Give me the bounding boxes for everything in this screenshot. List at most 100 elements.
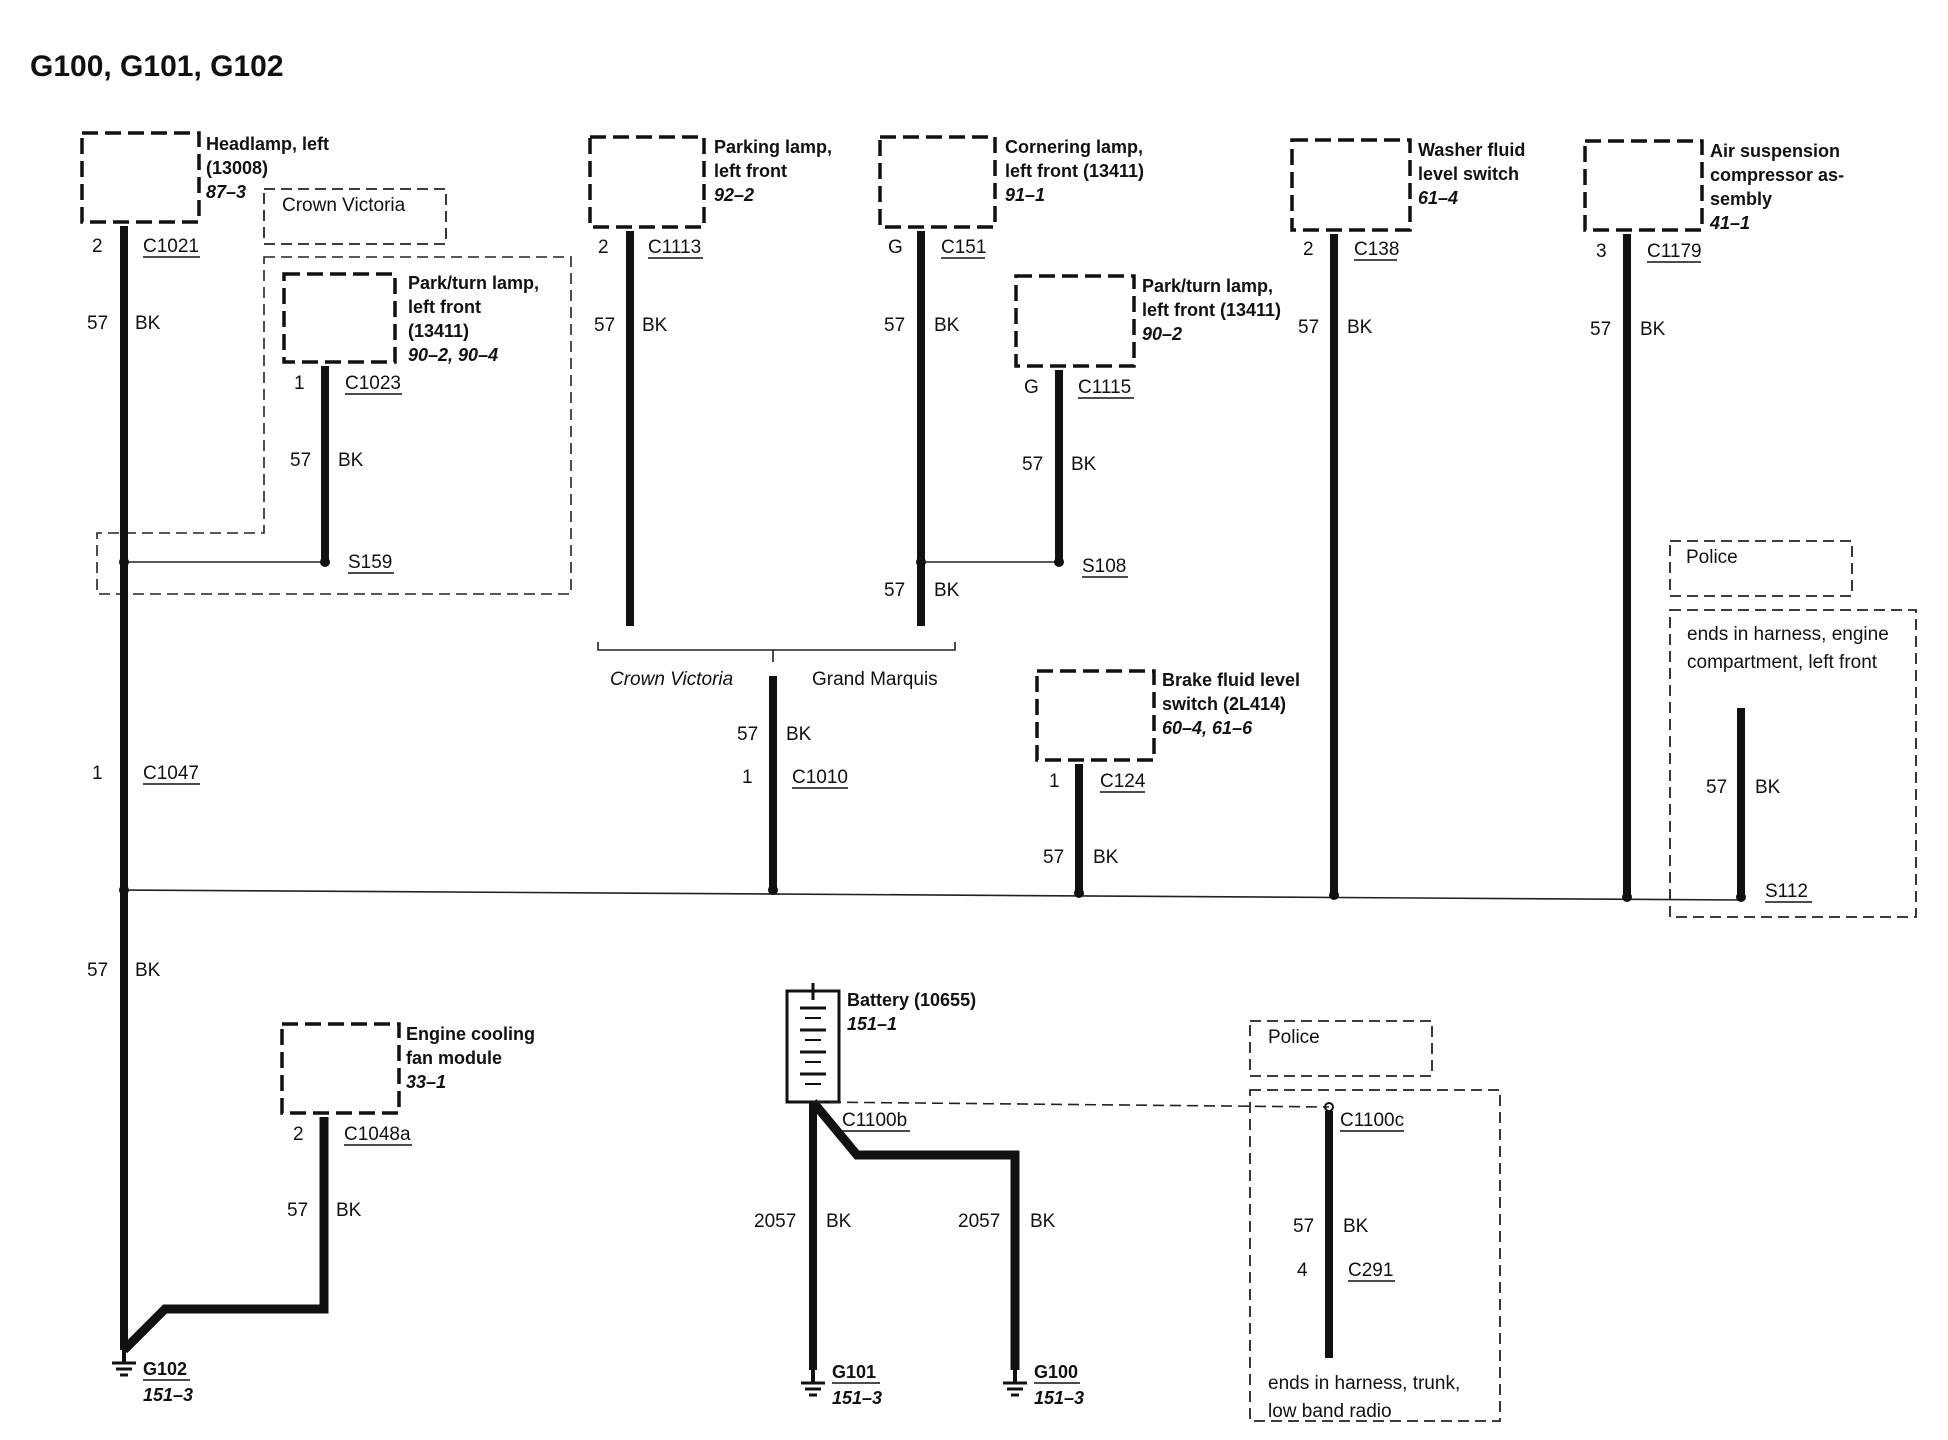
splice-s159: S159 [348, 552, 392, 573]
ends-engine-line1: ends in harness, engine [1687, 624, 1889, 645]
air-suspension-wire-color: BK [1640, 319, 1666, 340]
fan-module-name1: Engine cooling [406, 1024, 535, 1044]
ground-wire-color: BK [135, 960, 161, 981]
brake-fluid-name1: Brake fluid level [1162, 670, 1300, 690]
splice-s108: S108 [1082, 556, 1126, 577]
police-right-wire-color: BK [1755, 777, 1781, 798]
parking-lamp-wire-gauge: 57 [594, 315, 615, 336]
police-box-right [1669, 540, 1853, 597]
fan-module-box [280, 1022, 401, 1115]
washer-pin: 2 [1303, 239, 1314, 260]
washer-ref: 61–4 [1418, 188, 1458, 208]
police-right-wire-gauge: 57 [1706, 777, 1727, 798]
police-bottom-wire-gauge: 57 [1293, 1216, 1314, 1237]
ends-engine-line2: compartment, left front [1687, 652, 1878, 673]
fan-module-wire [120, 1117, 329, 1354]
c291-connector: C291 [1348, 1260, 1393, 1281]
brake-fluid-pin: 1 [1049, 771, 1060, 792]
crown-victoria-box [263, 188, 447, 245]
parking-lamp-box [588, 135, 706, 229]
washer-wire-gauge: 57 [1298, 317, 1319, 338]
washer-wire-color: BK [1347, 317, 1373, 338]
parking-lamp-wire-color: BK [642, 315, 668, 336]
air-suspension-connector: C1179 [1647, 241, 1702, 262]
splice-s159-dot [320, 557, 330, 567]
fan-module-connector: C1048a [344, 1124, 411, 1145]
c1010-pin: 1 [742, 767, 753, 788]
air-suspension-name3: sembly [1710, 189, 1772, 209]
headlamp-box [80, 131, 201, 224]
headlamp-connector: C1021 [143, 236, 199, 257]
brake-fluid-wire-color: BK [1093, 847, 1119, 868]
cornering-lamp-ref: 91–1 [1005, 185, 1045, 205]
cornering-lamp-wire-gauge: 57 [884, 315, 905, 336]
cornering-lamp-name1: Cornering lamp, [1005, 137, 1143, 157]
diagram-title: G100, G101, G102 [30, 50, 284, 83]
g101-name: G101 [832, 1362, 876, 1382]
parking-lamp-name2: left front [714, 161, 787, 181]
police-option-right [1669, 609, 1917, 918]
headlamp-name: Headlamp, left [206, 134, 329, 154]
g100-ground-icon [1003, 1370, 1027, 1397]
parkturn-gm-wire-gauge: 57 [1022, 454, 1043, 475]
cornering-lamp-name2: left front (13411) [1005, 161, 1144, 181]
ends-trunk-line2: low band radio [1268, 1401, 1392, 1422]
battery-ref: 151–1 [847, 1014, 897, 1034]
washer-connector: C138 [1354, 239, 1399, 260]
c1010-wire-color: BK [786, 724, 812, 745]
police-box-bottom [1249, 1020, 1433, 1077]
parkturn-gm-name1: Park/turn lamp, [1142, 276, 1273, 296]
parking-lamp-connector: C1113 [648, 237, 701, 258]
g102-name: G102 [143, 1359, 187, 1379]
parking-lamp-ref: 92–2 [714, 185, 754, 205]
c1010-wire-gauge: 57 [737, 724, 758, 745]
police-label-right: Police [1686, 547, 1738, 568]
air-suspension-pin: 3 [1596, 241, 1607, 262]
option-grand-marquis: Grand Marquis [812, 669, 938, 690]
option-bracket [597, 642, 956, 651]
g100-wire-color: BK [1030, 1211, 1056, 1232]
c1100c-connector: C1100c [1340, 1110, 1404, 1131]
headlamp-wire-gauge: 57 [87, 313, 108, 334]
c1010-connector: C1010 [792, 767, 848, 788]
fan-module-wire-gauge: 57 [287, 1200, 308, 1221]
cornering-lower-wire-color: BK [934, 580, 960, 601]
police-option-bottom [1249, 1089, 1501, 1422]
battery-icon [785, 983, 841, 1104]
c291-pin: 4 [1297, 1260, 1308, 1281]
parkturn-gm-connector: C1115 [1078, 377, 1131, 398]
air-suspension-name1: Air suspension [1710, 141, 1840, 161]
cv-option-outline [96, 256, 572, 595]
g101-wire-gauge: 2057 [754, 1211, 796, 1232]
ground-wire-gauge: 57 [87, 960, 108, 981]
cornering-lower-wire-gauge: 57 [884, 580, 905, 601]
crown-victoria-box-label: Crown Victoria [282, 195, 406, 216]
g100-wire [809, 1099, 1020, 1370]
brake-fluid-wire-gauge: 57 [1043, 847, 1064, 868]
parkturn-cv-ref: 90–2, 90–4 [408, 345, 498, 365]
fan-module-wire-color: BK [336, 1200, 362, 1221]
washer-name2: level switch [1418, 164, 1519, 184]
parkturn-cv-wire-gauge: 57 [290, 450, 311, 471]
air-suspension-ref: 41–1 [1709, 213, 1750, 233]
brake-fluid-name2: switch (2L414) [1162, 694, 1286, 714]
brake-fluid-ref: 60–4, 61–6 [1162, 718, 1253, 738]
g101-wire-color: BK [826, 1211, 852, 1232]
parkturn-cv-name1: Park/turn lamp, [408, 273, 539, 293]
air-suspension-wire-gauge: 57 [1590, 319, 1611, 340]
parkturn-gm-name2: left front (13411) [1142, 300, 1281, 320]
ground-bus [123, 889, 1741, 901]
headlamp-pin: 2 [92, 236, 103, 257]
parkturn-cv-box [282, 272, 397, 364]
g100-wire-gauge: 2057 [958, 1211, 1000, 1232]
headlamp-part: (13008) [206, 158, 268, 178]
splice-s112: S112 [1765, 881, 1808, 902]
headlamp-wire-color: BK [135, 313, 161, 334]
fan-module-name2: fan module [406, 1048, 502, 1068]
g100-name: G100 [1034, 1362, 1078, 1382]
cornering-lamp-connector: C151 [941, 237, 986, 258]
parkturn-gm-box [1014, 274, 1136, 368]
parkturn-gm-pin: G [1024, 377, 1039, 398]
police-bottom-wire-color: BK [1343, 1216, 1369, 1237]
